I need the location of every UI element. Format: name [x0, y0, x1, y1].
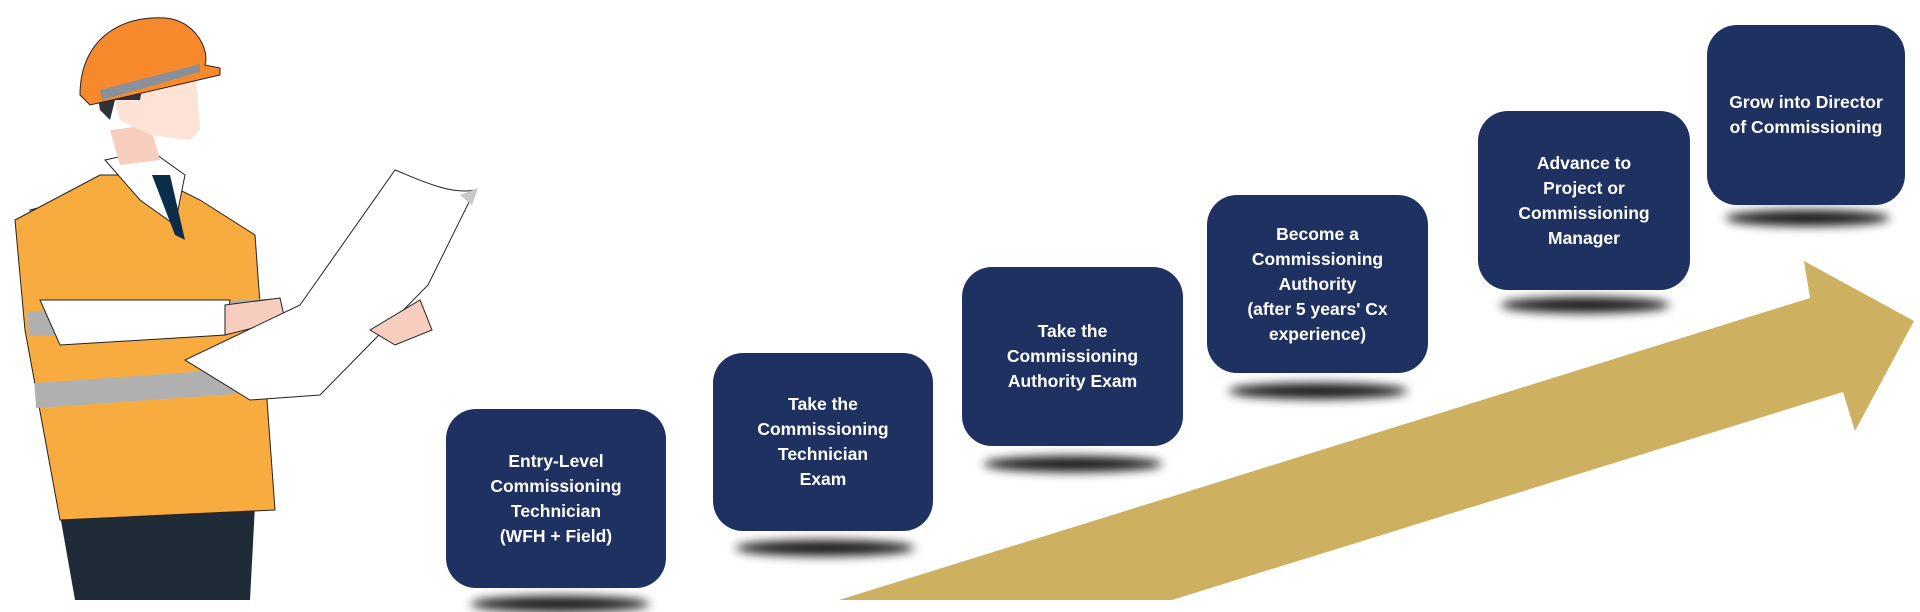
step-4-commissioning-authority: Become a Commissioning Authority (after …	[1207, 195, 1428, 373]
engineer-illustration	[14, 17, 478, 600]
step-1-shadow	[470, 596, 650, 612]
step-5-shadow	[1500, 297, 1670, 313]
step-6-shadow	[1725, 210, 1890, 226]
step-4-shadow	[1228, 383, 1408, 399]
step-3-shadow	[983, 456, 1163, 472]
step-1-entry-level-technician: Entry-Level Commissioning Technician (WF…	[446, 409, 666, 588]
step-6-director: Grow into Director of Commissioning	[1707, 25, 1905, 205]
step-2-technician-exam: Take the Commissioning Technician Exam	[713, 353, 933, 531]
step-3-authority-exam: Take the Commissioning Authority Exam	[962, 267, 1183, 446]
step-2-shadow	[735, 540, 915, 556]
step-5-project-manager: Advance to Project or Commissioning Mana…	[1478, 111, 1690, 290]
